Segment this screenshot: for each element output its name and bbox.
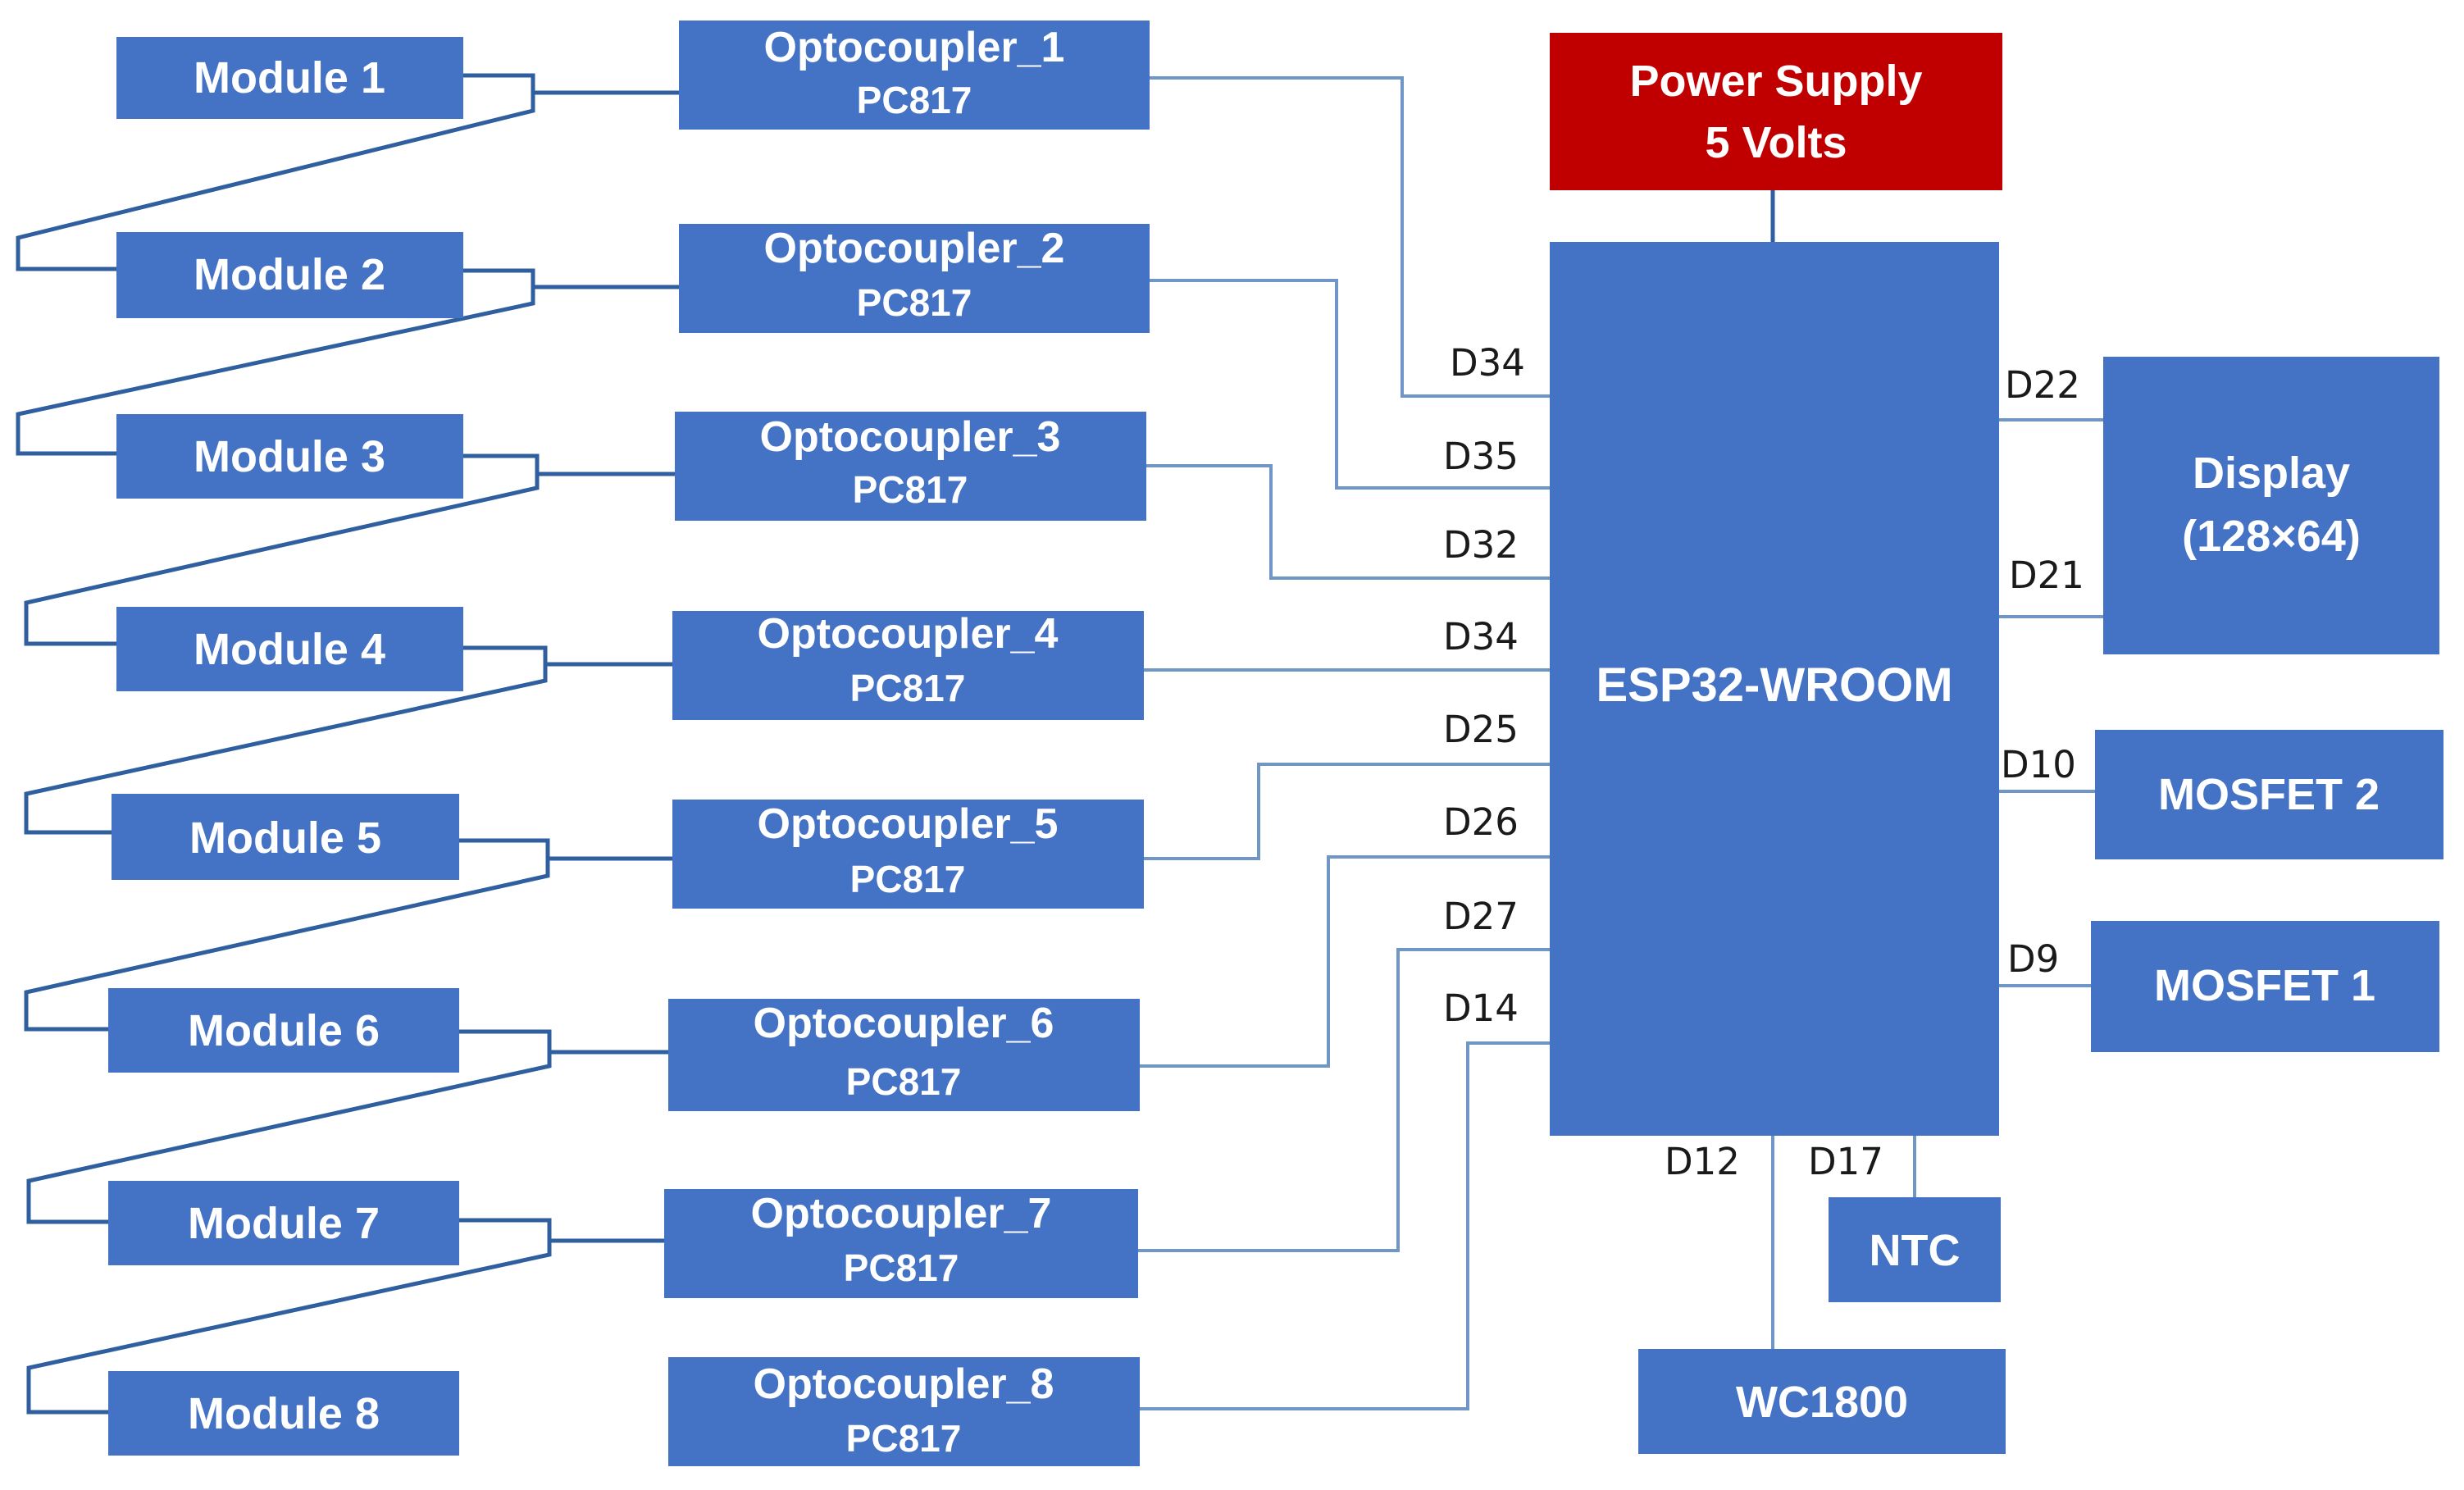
svg-text:Optocoupler_6: Optocoupler_6 xyxy=(754,1000,1054,1047)
optocoupler-box-8: Optocoupler_8 PC817 xyxy=(668,1357,1140,1466)
pin-label-opto-6: D26 xyxy=(1443,800,1519,844)
pin-label-opto-1: D34 xyxy=(1450,341,1525,385)
svg-text:Module 4: Module 4 xyxy=(194,625,385,674)
ntc-box: NTC xyxy=(1829,1197,2001,1302)
svg-text:Optocoupler_7: Optocoupler_7 xyxy=(751,1190,1052,1237)
svg-text:PC817: PC817 xyxy=(846,1060,962,1103)
module-box-8: Module 8 xyxy=(108,1371,459,1456)
wire-opto-2 xyxy=(1150,279,1550,490)
optocoupler-box-5: Optocoupler_5 PC817 xyxy=(672,800,1144,909)
pin-label-opto-8: D14 xyxy=(1443,986,1519,1030)
svg-text:NTC: NTC xyxy=(1870,1226,1961,1275)
svg-text:ESP32-WROOM: ESP32-WROOM xyxy=(1596,658,1952,712)
svg-text:Module 7: Module 7 xyxy=(188,1199,380,1248)
svg-text:PC817: PC817 xyxy=(844,1246,959,1289)
pin-label-opto-2: D35 xyxy=(1443,435,1519,478)
module-opto-links xyxy=(533,90,679,1243)
optocoupler-box-6: Optocoupler_6 PC817 xyxy=(668,999,1140,1111)
display-box: Display (128×64) xyxy=(2103,357,2439,654)
mcu-input-pin-labels: D34 D35 D32 D34 D25 D26 D27 D14 xyxy=(1443,341,1525,1030)
svg-text:Module 3: Module 3 xyxy=(194,432,385,481)
svg-text:Module 8: Module 8 xyxy=(188,1389,380,1438)
svg-text:PC817: PC817 xyxy=(857,281,972,324)
mcu-output-pin-labels: D22 D21 D10 D9 D12 D17 xyxy=(1665,363,2084,1183)
svg-text:(128×64): (128×64) xyxy=(2182,512,2361,561)
optocoupler-box-1: Optocoupler_1 PC817 xyxy=(679,21,1150,130)
svg-text:Module 6: Module 6 xyxy=(188,1006,380,1055)
svg-text:MOSFET 1: MOSFET 1 xyxy=(2154,961,2375,1010)
svg-text:WC1800: WC1800 xyxy=(1736,1378,1908,1427)
pin-label-opto-3: D32 xyxy=(1443,523,1519,567)
svg-text:PC817: PC817 xyxy=(857,79,972,121)
wc1800-box: WC1800 xyxy=(1638,1349,2006,1454)
optocoupler-box-7: Optocoupler_7 PC817 xyxy=(664,1189,1138,1298)
pin-label-opto-4: D34 xyxy=(1443,615,1519,658)
pin-label-mosfet1: D9 xyxy=(2007,937,2059,981)
wire-opto-5 xyxy=(1144,763,1550,860)
svg-text:PC817: PC817 xyxy=(850,858,966,900)
esp32-box: ESP32-WROOM xyxy=(1550,242,1999,1136)
opto-mcu-wires xyxy=(1138,76,1550,1410)
module-column: Module 1 Module 2 Module 3 Module 4 Modu… xyxy=(108,37,463,1456)
pin-label-display-b: D21 xyxy=(2009,554,2084,597)
chain-link-7-8 xyxy=(26,1218,552,1415)
chain-link-2-3 xyxy=(16,268,535,456)
svg-text:Module 5: Module 5 xyxy=(189,813,381,863)
mosfet-1-box: MOSFET 1 xyxy=(2091,921,2439,1052)
wire-opto-6 xyxy=(1140,855,1550,1068)
module-box-5: Module 5 xyxy=(112,794,459,880)
svg-text:PC817: PC817 xyxy=(853,468,968,511)
svg-text:Optocoupler_1: Optocoupler_1 xyxy=(764,24,1065,71)
module-box-2: Module 2 xyxy=(116,232,463,318)
module-box-3: Module 3 xyxy=(116,414,463,499)
svg-text:Module 1: Module 1 xyxy=(194,53,385,103)
wire-opto-3 xyxy=(1146,464,1550,580)
chain-link-6-7 xyxy=(26,1029,552,1224)
svg-text:Optocoupler_3: Optocoupler_3 xyxy=(760,413,1061,461)
optocoupler-box-2: Optocoupler_2 PC817 xyxy=(679,224,1150,333)
svg-text:Optocoupler_8: Optocoupler_8 xyxy=(754,1360,1054,1408)
chain-link-3-4 xyxy=(24,453,540,646)
svg-text:Optocoupler_4: Optocoupler_4 xyxy=(758,610,1059,658)
optocoupler-box-4: Optocoupler_4 PC817 xyxy=(672,610,1144,720)
svg-text:PC817: PC817 xyxy=(850,667,966,709)
svg-text:Optocoupler_5: Optocoupler_5 xyxy=(758,800,1059,848)
module-box-7: Module 7 xyxy=(108,1181,459,1265)
optocoupler-column: Optocoupler_1 PC817 Optocoupler_2 PC817 … xyxy=(664,21,1150,1466)
peripheral-wires xyxy=(1770,190,2103,1349)
wire-opto-8 xyxy=(1140,1041,1550,1410)
pin-label-opto-7: D27 xyxy=(1443,895,1519,938)
pin-label-wc1800: D12 xyxy=(1665,1140,1740,1183)
svg-text:Power Supply: Power Supply xyxy=(1629,57,1922,106)
pin-label-ntc: D17 xyxy=(1808,1140,1883,1183)
pin-label-display-a: D22 xyxy=(2005,363,2080,407)
svg-text:Display: Display xyxy=(2193,449,2350,498)
wire-opto-1 xyxy=(1150,76,1550,398)
chain-link-1-2 xyxy=(16,73,535,271)
optocoupler-box-3: Optocoupler_3 PC817 xyxy=(675,412,1146,521)
pin-label-opto-5: D25 xyxy=(1443,708,1519,751)
chain-link-5-6 xyxy=(24,838,550,1032)
wire-opto-7 xyxy=(1138,948,1550,1252)
svg-text:Optocoupler_2: Optocoupler_2 xyxy=(764,225,1065,272)
svg-text:MOSFET 2: MOSFET 2 xyxy=(2158,770,2380,819)
module-chain xyxy=(16,73,552,1415)
power-supply-box: Power Supply 5 Volts xyxy=(1550,33,2002,190)
module-box-1: Module 1 xyxy=(116,37,463,119)
svg-text:Module 2: Module 2 xyxy=(194,250,385,299)
pin-label-mosfet2: D10 xyxy=(2001,743,2076,786)
chain-link-4-5 xyxy=(24,645,548,835)
module-box-4: Module 4 xyxy=(116,607,463,691)
module-box-6: Module 6 xyxy=(108,988,459,1073)
svg-text:5 Volts: 5 Volts xyxy=(1705,118,1847,167)
mosfet-2-box: MOSFET 2 xyxy=(2095,730,2444,859)
svg-text:PC817: PC817 xyxy=(846,1417,962,1460)
